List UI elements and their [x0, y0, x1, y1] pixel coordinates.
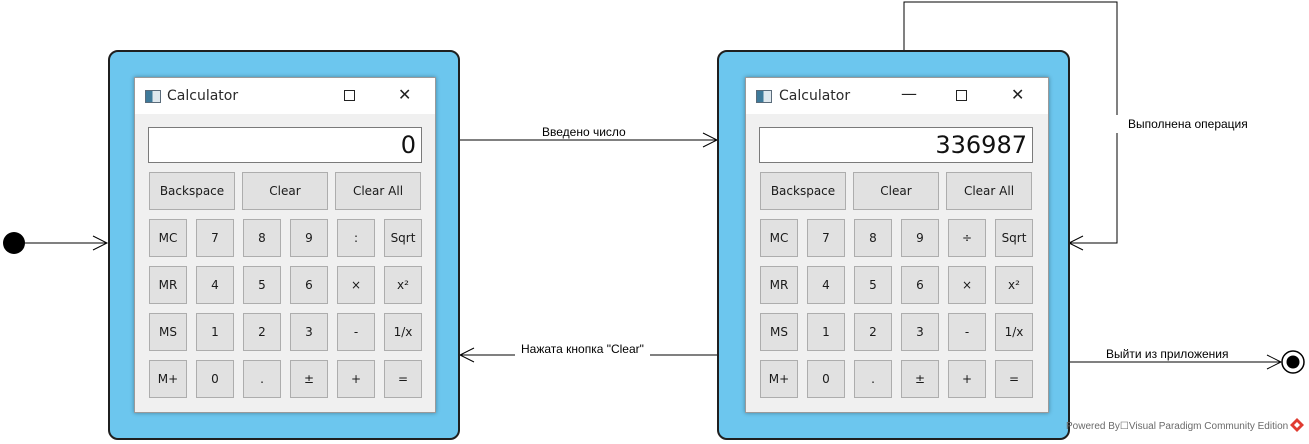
close-icon[interactable]: ✕	[398, 85, 412, 104]
clear-button[interactable]: Clear	[242, 172, 328, 210]
clear-button[interactable]: Clear	[853, 172, 939, 210]
digit-4-button[interactable]: 4	[196, 266, 234, 304]
clear-all-button[interactable]: Clear All	[335, 172, 421, 210]
decimal-button[interactable]: .	[854, 360, 892, 398]
digit-4-button[interactable]: 4	[807, 266, 845, 304]
operation-loop-line	[903, 1, 1118, 244]
maximize-icon[interactable]	[956, 90, 967, 101]
title-bar: Calculator — ✕	[746, 78, 1048, 114]
backspace-button[interactable]: Backspace	[760, 172, 846, 210]
digit-9-button[interactable]: 9	[290, 219, 328, 257]
minus-button[interactable]: -	[948, 313, 986, 351]
plus-button[interactable]: +	[337, 360, 375, 398]
digit-2-button[interactable]: 2	[243, 313, 281, 351]
digit-6-button[interactable]: 6	[901, 266, 939, 304]
digit-7-button[interactable]: 7	[196, 219, 234, 257]
final-state-dot	[1286, 355, 1300, 369]
initial-state-node	[3, 232, 25, 254]
backspace-button[interactable]: Backspace	[149, 172, 235, 210]
plus-minus-button[interactable]: ±	[290, 360, 328, 398]
operation-done-label: Выполнена операция	[1116, 115, 1252, 133]
display-field: 0	[148, 127, 422, 163]
sqrt-button[interactable]: Sqrt	[384, 219, 422, 257]
initial-transition-arrowhead	[92, 235, 109, 251]
digit-3-button[interactable]: 3	[901, 313, 939, 351]
close-icon[interactable]: ✕	[1011, 85, 1025, 104]
ms-button[interactable]: MS	[149, 313, 187, 351]
m-plus-button[interactable]: M+	[149, 360, 187, 398]
digit-5-button[interactable]: 5	[854, 266, 892, 304]
digit-9-button[interactable]: 9	[901, 219, 939, 257]
sqrt-button[interactable]: Sqrt	[995, 219, 1033, 257]
digit-1-button[interactable]: 1	[196, 313, 234, 351]
mc-button[interactable]: MC	[149, 219, 187, 257]
number-entered-label: Введено число	[542, 125, 626, 139]
clear-pressed-arrowhead	[458, 347, 475, 363]
powered-by-footer: Powered By☐Visual Paradigm Community Edi…	[1066, 421, 1289, 432]
maximize-icon[interactable]	[344, 90, 355, 101]
divide-button[interactable]: ÷	[948, 219, 986, 257]
digit-0-button[interactable]: 0	[807, 360, 845, 398]
digit-3-button[interactable]: 3	[290, 313, 328, 351]
state-initial-calculator: Calculator ✕ 0 Backspace Clear Clear All…	[108, 50, 460, 440]
plus-minus-button[interactable]: ±	[901, 360, 939, 398]
square-button[interactable]: x²	[995, 266, 1033, 304]
digit-7-button[interactable]: 7	[807, 219, 845, 257]
ms-button[interactable]: MS	[760, 313, 798, 351]
digit-8-button[interactable]: 8	[243, 219, 281, 257]
equals-button[interactable]: =	[995, 360, 1033, 398]
m-plus-button[interactable]: M+	[760, 360, 798, 398]
digit-6-button[interactable]: 6	[290, 266, 328, 304]
calculator-window: Calculator — ✕ 336987 Backspace Clear Cl…	[745, 77, 1049, 413]
reciprocal-button[interactable]: 1/x	[995, 313, 1033, 351]
divide-button[interactable]: :	[337, 219, 375, 257]
title-bar: Calculator ✕	[135, 78, 435, 114]
multiply-button[interactable]: ×	[948, 266, 986, 304]
mr-button[interactable]: MR	[760, 266, 798, 304]
state-calculator-with-number: Calculator — ✕ 336987 Backspace Clear Cl…	[717, 50, 1070, 440]
minus-button[interactable]: -	[337, 313, 375, 351]
digit-0-button[interactable]: 0	[196, 360, 234, 398]
plus-button[interactable]: +	[948, 360, 986, 398]
mr-button[interactable]: MR	[149, 266, 187, 304]
calculator-app-icon	[145, 90, 161, 103]
calculator-app-icon	[756, 90, 772, 103]
digit-5-button[interactable]: 5	[243, 266, 281, 304]
square-button[interactable]: x²	[384, 266, 422, 304]
mc-button[interactable]: MC	[760, 219, 798, 257]
multiply-button[interactable]: ×	[337, 266, 375, 304]
digit-8-button[interactable]: 8	[854, 219, 892, 257]
minimize-icon[interactable]: —	[901, 84, 917, 103]
equals-button[interactable]: =	[384, 360, 422, 398]
clear-pressed-label: Нажата кнопка "Clear"	[515, 342, 650, 356]
decimal-button[interactable]: .	[243, 360, 281, 398]
exit-label: Выйти из приложения	[1106, 347, 1229, 361]
operation-done-text: Выполнена операция	[1128, 117, 1248, 131]
display-field: 336987	[759, 127, 1033, 163]
exit-arrowhead	[1266, 354, 1283, 370]
visual-paradigm-logo-icon	[1290, 418, 1304, 432]
reciprocal-button[interactable]: 1/x	[384, 313, 422, 351]
calculator-window: Calculator ✕ 0 Backspace Clear Clear All…	[134, 77, 436, 413]
window-title: Calculator	[167, 88, 239, 104]
digit-2-button[interactable]: 2	[854, 313, 892, 351]
window-title: Calculator	[779, 88, 851, 104]
clear-all-button[interactable]: Clear All	[946, 172, 1032, 210]
digit-1-button[interactable]: 1	[807, 313, 845, 351]
